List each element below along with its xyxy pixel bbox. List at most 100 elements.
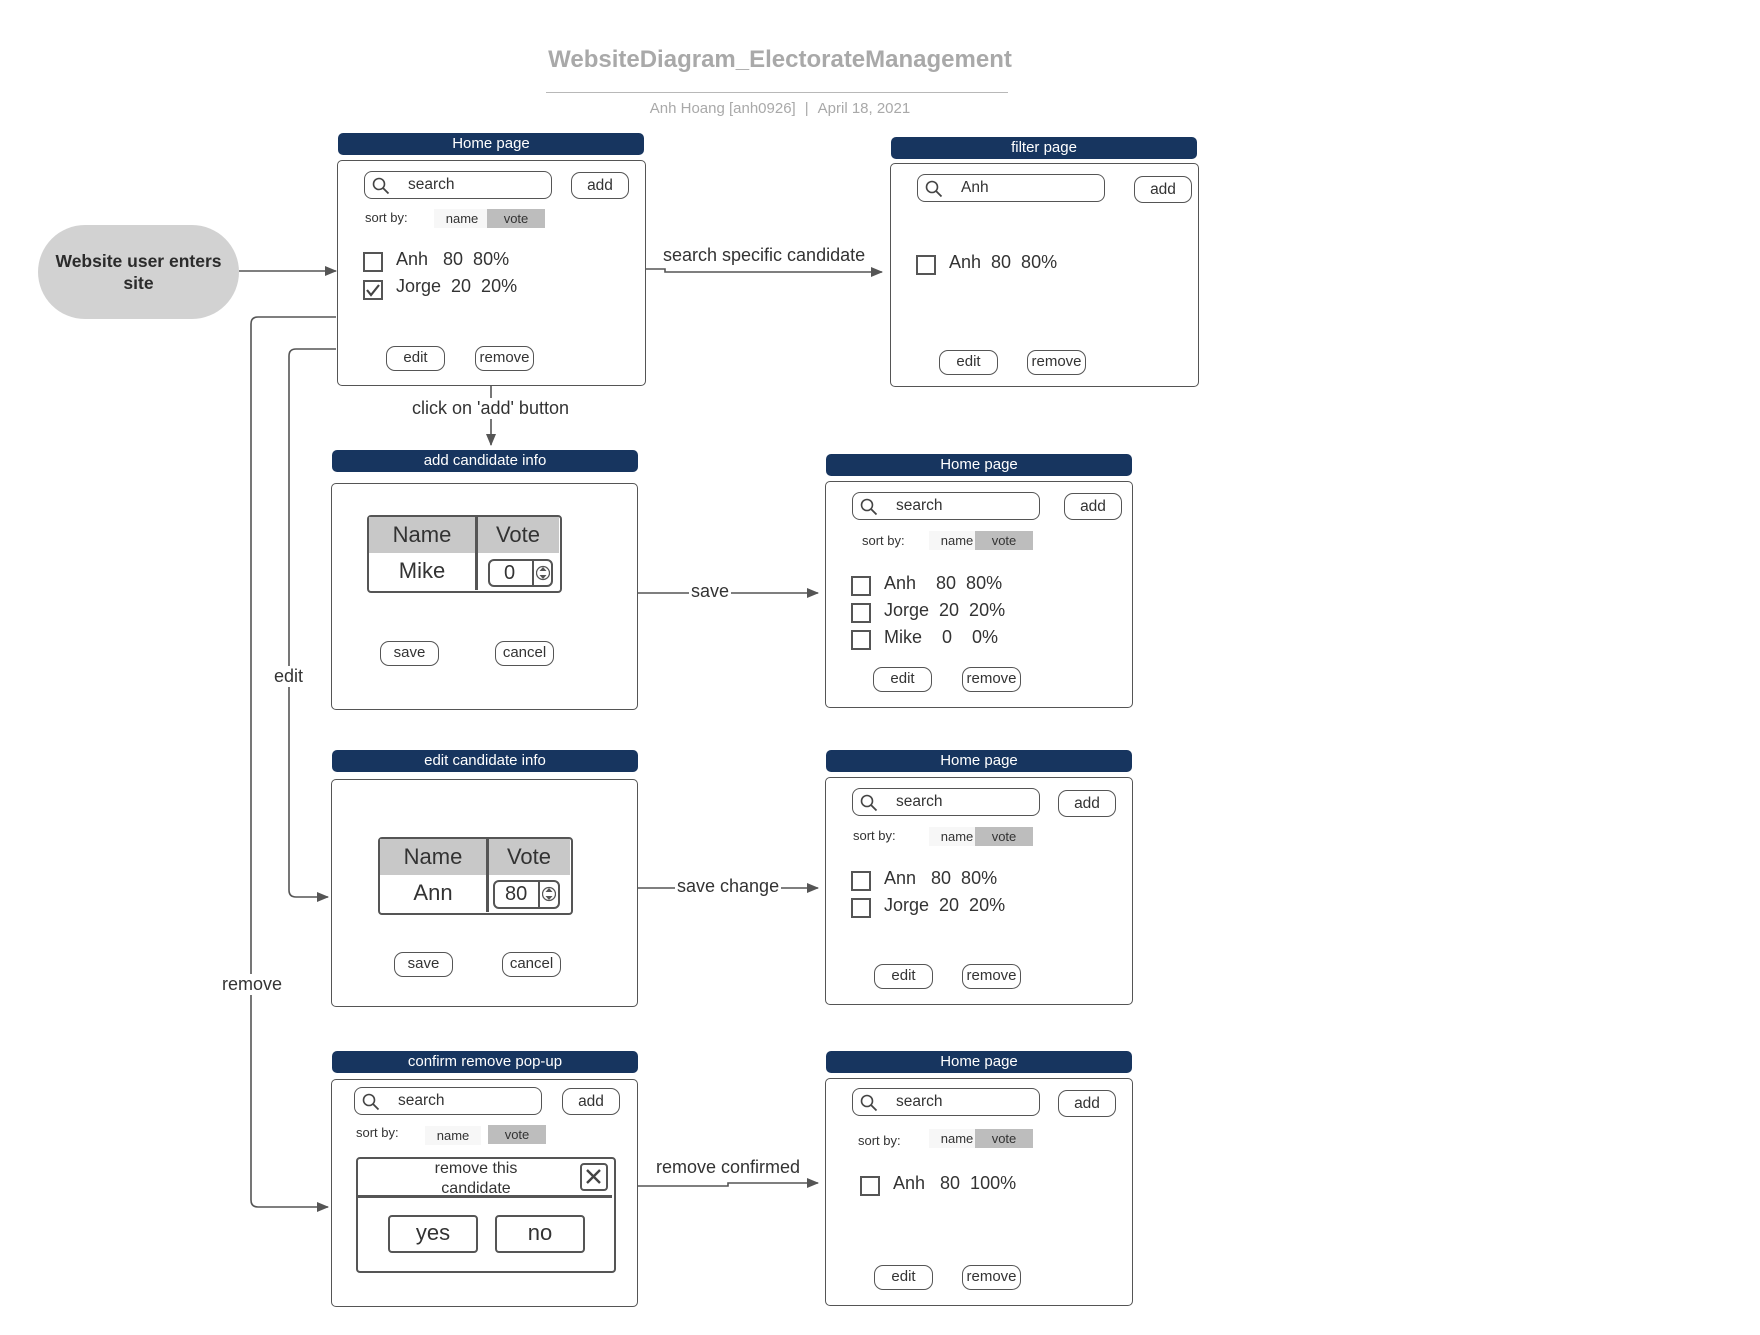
sort-name-option[interactable]: name (929, 827, 985, 846)
sort-name-option[interactable]: name (434, 209, 490, 228)
sort-by-label: sort by: (356, 1125, 399, 1140)
popup-message: remove this candidate (416, 1159, 536, 1199)
home4-frame: search add sort by: name vote Anh 80 100… (825, 1078, 1133, 1306)
vote-stepper[interactable]: 0 (488, 559, 553, 587)
diagram-subtitle: Anh Hoang [anh0926]|April 18, 2021 (0, 100, 1560, 117)
sort-by-label: sort by: (858, 1133, 901, 1148)
home4-header: Home page (826, 1051, 1132, 1073)
sort-by-label: sort by: (862, 533, 905, 548)
checkbox[interactable] (916, 255, 936, 275)
checkmark-icon (366, 284, 380, 297)
confirm-header: confirm remove pop-up (332, 1051, 638, 1073)
edge-label-save-change: save change (675, 876, 782, 897)
filter-search-input[interactable]: Anh (917, 174, 1105, 202)
no-button[interactable]: no (495, 1215, 585, 1253)
search-placeholder: search (408, 176, 455, 193)
add-button[interactable]: add (1058, 1090, 1116, 1117)
name-column-header: Name (369, 517, 475, 553)
add-button[interactable]: add (1064, 493, 1122, 520)
home1-header: Home page (338, 133, 644, 155)
search-icon (860, 1094, 878, 1112)
home4-search-input[interactable]: search (852, 1088, 1040, 1116)
edit-button[interactable]: edit (386, 346, 445, 371)
remove-button[interactable]: remove (962, 964, 1021, 989)
sort-by-label: sort by: (365, 210, 408, 225)
edge-label-remove-confirmed: remove confirmed (654, 1157, 803, 1178)
edge-search-specific (646, 267, 883, 277)
cancel-button[interactable]: cancel (502, 952, 561, 977)
remove-button[interactable]: remove (962, 1265, 1021, 1290)
popup-message-line: remove this (434, 1160, 518, 1177)
search-icon (372, 177, 390, 195)
home2-search-input[interactable]: search (852, 492, 1040, 520)
candidate-row: Anh 80 80% (949, 252, 1058, 272)
candidate-row: Anh 80 100% (893, 1173, 1017, 1193)
home2-header: Home page (826, 454, 1132, 476)
candidate-row: Anh 80 80% (884, 573, 1003, 593)
home3-search-input[interactable]: search (852, 788, 1040, 816)
checkbox[interactable] (363, 252, 383, 272)
sort-name-option[interactable]: name (929, 531, 985, 550)
remove-button[interactable]: remove (962, 667, 1021, 692)
candidate-row: Jorge 20 20% (884, 600, 1006, 620)
author: Anh Hoang [anh0926] (649, 100, 796, 117)
add-button[interactable]: add (571, 172, 629, 199)
search-placeholder: search (896, 1093, 943, 1110)
yes-button[interactable]: yes (388, 1215, 478, 1253)
edge-label-edit: edit (272, 666, 306, 687)
add-button[interactable]: add (562, 1088, 620, 1115)
edit-button[interactable]: edit (873, 667, 932, 692)
sort-by-label: sort by: (853, 828, 896, 843)
name-field[interactable]: Ann (413, 880, 453, 905)
checkbox[interactable] (851, 576, 871, 596)
name-field[interactable]: Mike (398, 558, 446, 583)
remove-button[interactable]: remove (1027, 350, 1086, 375)
checkbox[interactable] (851, 871, 871, 891)
edge-label-search-specific: search specific candidate (661, 245, 868, 266)
checkbox[interactable] (851, 898, 871, 918)
confirm-frame: search add sort by: name vote remove thi… (331, 1079, 638, 1307)
edge-label-remove: remove (220, 974, 285, 995)
stepper-arrows-icon[interactable] (536, 563, 550, 583)
checkbox[interactable] (851, 630, 871, 650)
search-icon (860, 794, 878, 812)
home1-frame: search add sort by: name vote Anh 80 80%… (337, 160, 646, 386)
add-button[interactable]: add (1134, 176, 1192, 203)
sort-name-option[interactable]: name (425, 1126, 481, 1145)
save-button[interactable]: save (394, 952, 453, 977)
edit-form-frame: Name Vote Ann 80 save cancel (331, 779, 638, 1007)
sort-vote-option[interactable]: vote (975, 827, 1033, 846)
edit-form-table: Name Vote Ann 80 (378, 837, 573, 915)
vote-stepper[interactable]: 80 (493, 880, 560, 909)
edit-button[interactable]: edit (939, 350, 998, 375)
checkbox[interactable] (860, 1176, 880, 1196)
sort-vote-option[interactable]: vote (488, 1125, 546, 1144)
popup-title-divider (358, 1195, 612, 1198)
sort-name-option[interactable]: name (929, 1129, 985, 1148)
add-form-header: add candidate info (332, 450, 638, 472)
home1-search-input[interactable]: search (364, 171, 552, 199)
sort-vote-option[interactable]: vote (975, 1129, 1033, 1148)
checkbox[interactable] (851, 603, 871, 623)
sort-vote-option[interactable]: vote (487, 209, 545, 228)
cancel-button[interactable]: cancel (495, 641, 554, 666)
column-divider (486, 839, 489, 912)
edit-button[interactable]: edit (874, 1265, 933, 1290)
vote-value: 0 (504, 562, 516, 584)
stepper-arrows-icon[interactable] (542, 884, 556, 904)
sort-vote-option[interactable]: vote (975, 531, 1033, 550)
home2-frame: search add sort by: name vote Anh 80 80%… (825, 481, 1133, 708)
title-divider (546, 92, 1008, 93)
add-button[interactable]: add (1058, 790, 1116, 817)
remove-button[interactable]: remove (475, 346, 534, 371)
search-placeholder: search (398, 1092, 445, 1109)
vote-column-header: Vote (477, 517, 559, 553)
edge-label-click-add: click on 'add' button (410, 398, 571, 419)
candidate-row: Mike 0 0% (884, 627, 999, 647)
close-button[interactable] (580, 1163, 608, 1191)
save-button[interactable]: save (380, 641, 439, 666)
checkbox-checked[interactable] (363, 280, 383, 300)
edit-button[interactable]: edit (874, 964, 933, 989)
confirm-search-input[interactable]: search (354, 1087, 542, 1115)
